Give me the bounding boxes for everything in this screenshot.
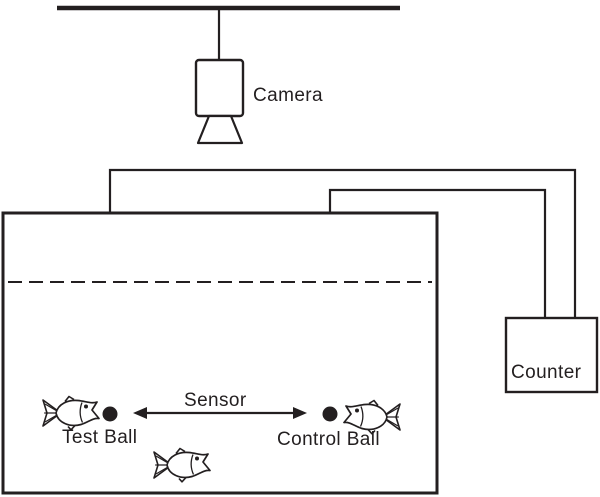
counter-label: Counter xyxy=(511,362,582,383)
control-ball-label: Control Ball xyxy=(277,429,381,450)
control-ball xyxy=(322,406,338,422)
counter-box xyxy=(504,316,599,394)
camera-lens xyxy=(196,114,244,145)
test-ball xyxy=(102,406,118,422)
test-ball-label: Test Ball xyxy=(62,427,138,448)
tank xyxy=(1,211,439,495)
camera-label: Camera xyxy=(253,85,323,106)
sensor-label: Sensor xyxy=(184,390,247,411)
camera-body xyxy=(194,58,245,118)
sensor-arrow xyxy=(133,407,307,419)
